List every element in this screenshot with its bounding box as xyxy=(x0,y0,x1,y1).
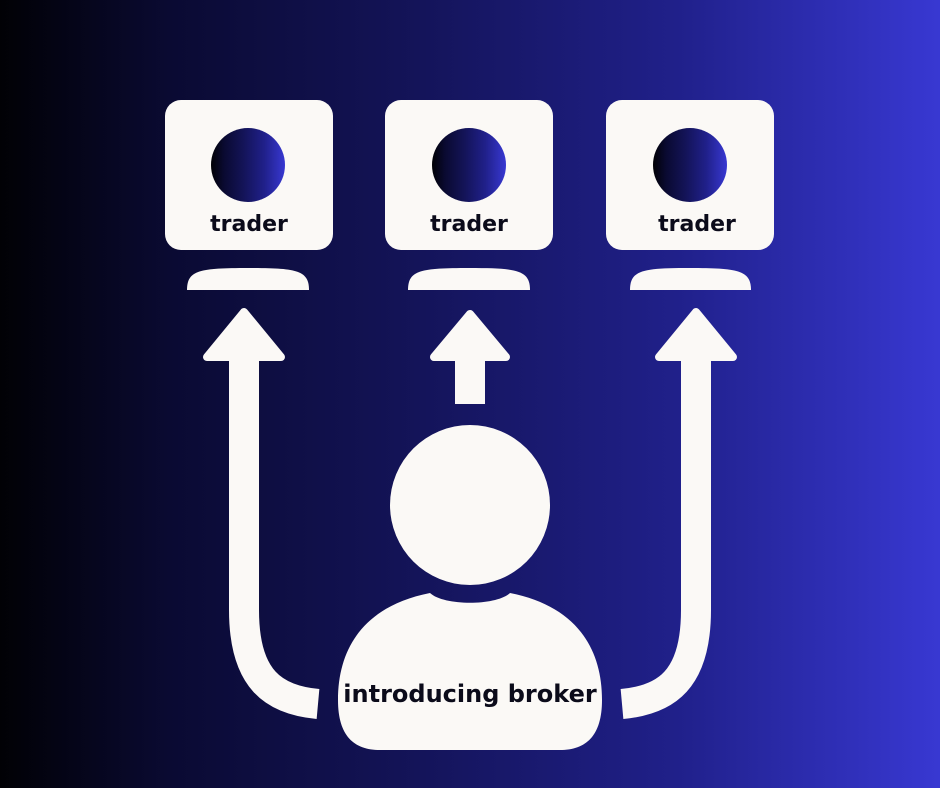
arrow-right-icon xyxy=(620,308,737,719)
trader-label-2: trader xyxy=(430,212,508,237)
broker-head xyxy=(390,425,550,585)
trader-card-1 xyxy=(165,100,333,290)
broker-person-icon xyxy=(338,425,602,750)
trader-label-3: trader xyxy=(658,212,736,237)
trader-avatar-icon xyxy=(653,128,727,202)
broker-body xyxy=(338,593,602,750)
trader-base xyxy=(187,268,309,290)
trader-label-1: trader xyxy=(210,212,288,237)
arrow-left-icon xyxy=(203,308,320,719)
trader-avatar-icon xyxy=(432,128,506,202)
broker-label: introducing broker xyxy=(343,680,597,708)
trader-base xyxy=(408,268,530,290)
trader-base xyxy=(630,268,751,290)
trader-card-2 xyxy=(385,100,553,290)
trader-card-3 xyxy=(606,100,774,290)
arrow-up-icon xyxy=(430,310,510,404)
trader-avatar-icon xyxy=(211,128,285,202)
